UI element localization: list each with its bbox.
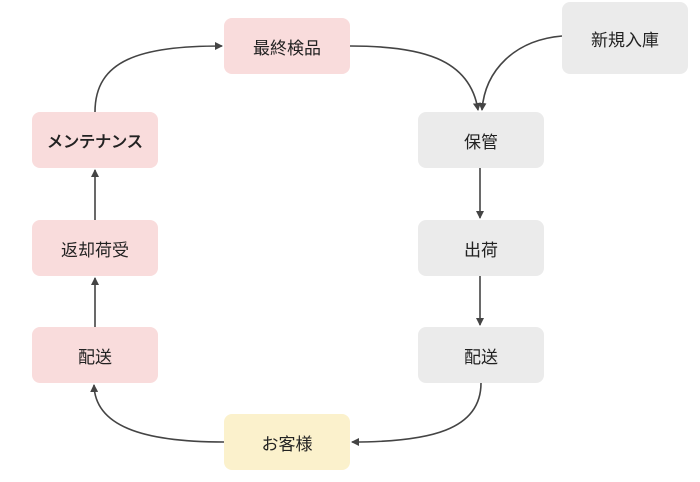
node-delivery-return: 配送 bbox=[32, 327, 158, 383]
node-label: 返却荷受 bbox=[61, 240, 129, 261]
node-return-receipt: 返却荷受 bbox=[32, 220, 158, 276]
edge-new-arrival-to-storage bbox=[478, 35, 563, 111]
edge-customer-to-delivery bbox=[90, 384, 225, 443]
node-label: 出荷 bbox=[464, 240, 498, 261]
node-label: 配送 bbox=[464, 347, 498, 368]
node-maintenance: メンテナンス bbox=[32, 112, 158, 168]
node-label: 保管 bbox=[464, 132, 498, 153]
node-shipping: 出荷 bbox=[418, 220, 544, 276]
node-new-arrival: 新規入庫 bbox=[562, 2, 688, 74]
node-delivery-outbound: 配送 bbox=[418, 327, 544, 383]
node-label: 最終検品 bbox=[253, 38, 321, 59]
edge-maintenance-to-final-inspection bbox=[94, 42, 223, 113]
node-label: お客様 bbox=[261, 434, 313, 455]
node-label: 新規入庫 bbox=[591, 30, 659, 51]
node-label: メンテナンス bbox=[47, 132, 143, 151]
node-storage: 保管 bbox=[418, 112, 544, 168]
node-final-inspection: 最終検品 bbox=[224, 18, 350, 74]
node-customer: お客様 bbox=[224, 414, 350, 470]
edge-final-inspection-to-storage bbox=[349, 45, 481, 111]
edge-delivery-to-customer bbox=[351, 382, 482, 446]
node-label: 配送 bbox=[78, 347, 112, 368]
